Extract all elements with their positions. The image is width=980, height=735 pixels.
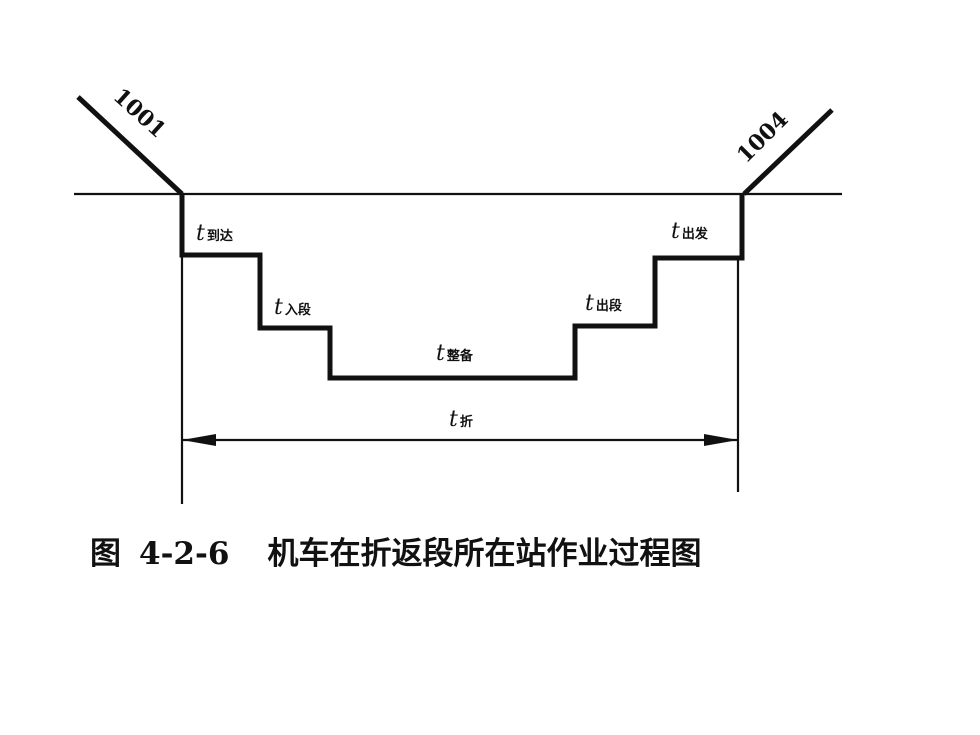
figure-number: 4-2-6 (139, 536, 230, 572)
right-arrowhead (704, 434, 738, 446)
figure-title: 机车在折返段所在站作业过程图 (267, 536, 702, 572)
figure-caption: 图 4-2-6 机车在折返段所在站作业过程图 (90, 528, 701, 573)
left-arrowhead (182, 434, 216, 446)
locomotive-step-path (179, 194, 745, 381)
arrival-train-line (76, 95, 184, 196)
figure-prefix: 图 (90, 536, 121, 572)
departure-train-line (742, 108, 834, 196)
